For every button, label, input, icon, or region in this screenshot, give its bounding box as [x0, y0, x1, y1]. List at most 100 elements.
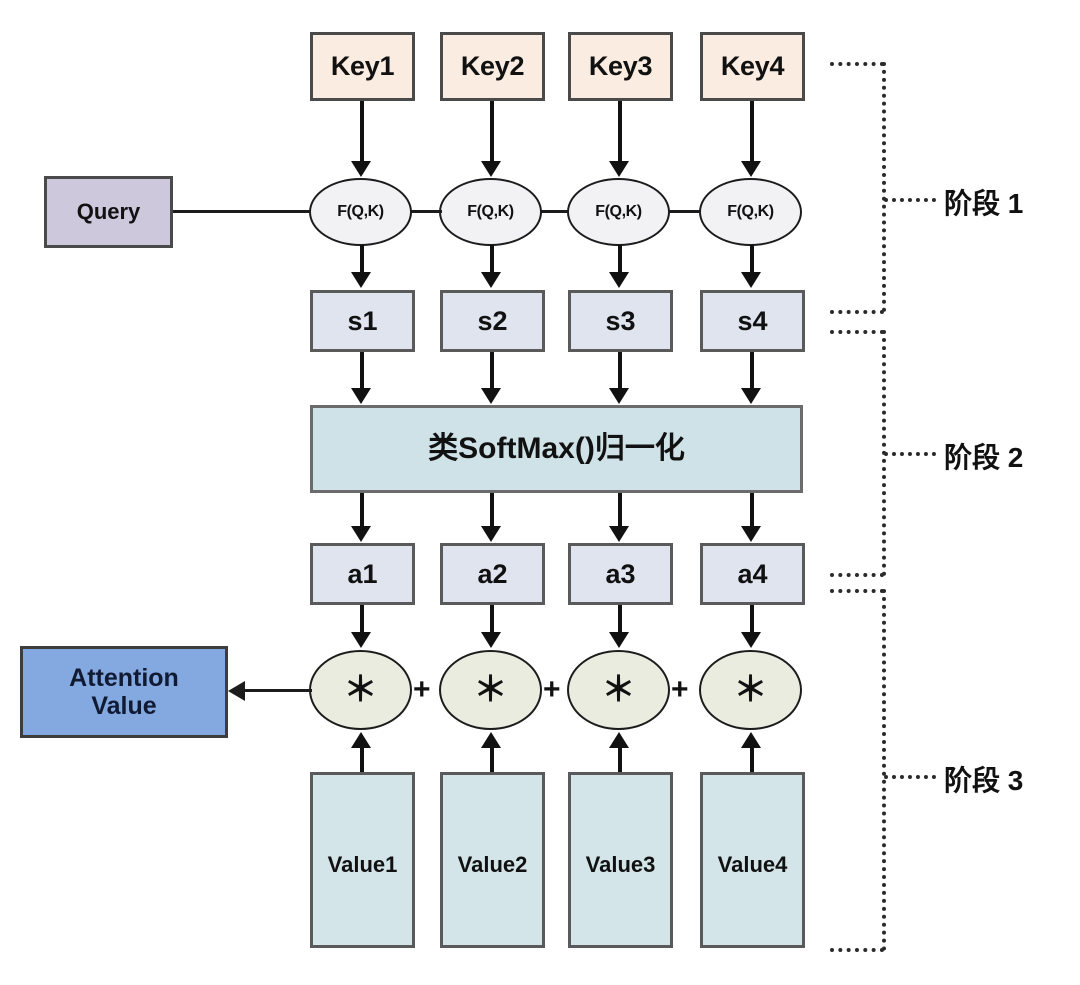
key-label-1: Key1 — [330, 51, 395, 82]
stage-label-1: 阶段 1 — [944, 188, 1024, 219]
stage2-bracket-top-arm — [830, 330, 884, 334]
score-box-2[interactable]: s2 — [440, 290, 545, 352]
arrowhead-fqk1-to-s1 — [351, 272, 371, 288]
connector-a4-to-mul4 — [750, 605, 754, 633]
value-box-1[interactable]: Value1 — [310, 772, 415, 948]
arrowhead-softmax-to-a2 — [481, 526, 501, 542]
arrowhead-value4-to-mul4 — [741, 732, 761, 748]
multiply-ellipse-3[interactable]: ＊ — [567, 650, 670, 730]
arrowhead-value3-to-mul3 — [609, 732, 629, 748]
score-box-1[interactable]: s1 — [310, 290, 415, 352]
connector-softmax-to-a1 — [360, 493, 364, 527]
connector-fqk3-to-fqk4 — [668, 210, 701, 213]
stage2-bracket-bottom-arm — [830, 573, 884, 577]
plus-sign-1: + — [413, 673, 431, 706]
connector-key3-to-fqk3 — [618, 101, 622, 163]
stage-label-3: 阶段 3 — [944, 765, 1024, 796]
arrowhead-key4-to-fqk4 — [741, 161, 761, 177]
query-label: Query — [76, 198, 141, 224]
connector-query-to-fqk1 — [173, 210, 311, 213]
value-label-2: Value2 — [457, 852, 528, 877]
arrowhead-fqk4-to-s4 — [741, 272, 761, 288]
function-ellipse-3[interactable]: F(Q,K) — [567, 178, 670, 246]
plus-sign-3: + — [671, 673, 689, 706]
score-label-3: s3 — [605, 305, 636, 336]
function-ellipse-1[interactable]: F(Q,K) — [309, 178, 412, 246]
arrowhead-key1-to-fqk1 — [351, 161, 371, 177]
score-label-1: s1 — [347, 305, 378, 336]
attention-value-line2: Value — [91, 692, 157, 720]
multiply-ellipse-4[interactable]: ＊ — [699, 650, 802, 730]
arrowhead-a4-to-mul4 — [741, 632, 761, 648]
connector-fqk1-to-s1 — [360, 245, 364, 273]
score-label-4: s4 — [737, 305, 768, 336]
value-box-4[interactable]: Value4 — [700, 772, 805, 948]
arrowhead-a3-to-mul3 — [609, 632, 629, 648]
multiply-label-2: ＊ — [473, 670, 508, 709]
attention-value-line1: Attention — [69, 664, 179, 692]
stage3-bracket-top-arm — [830, 589, 884, 593]
connector-a1-to-mul1 — [360, 605, 364, 633]
connector-key1-to-fqk1 — [360, 101, 364, 163]
connector-value3-to-mul3 — [618, 748, 622, 776]
arrowhead-fqk3-to-s3 — [609, 272, 629, 288]
stage-label-2: 阶段 2 — [944, 442, 1024, 473]
function-label-3: F(Q,K) — [595, 203, 642, 221]
connector-s1-to-softmax — [360, 352, 364, 389]
key-box-2[interactable]: Key2 — [440, 32, 545, 101]
function-label-2: F(Q,K) — [467, 203, 514, 221]
connector-value4-to-mul4 — [750, 748, 754, 776]
query-box[interactable]: Query — [44, 176, 173, 248]
multiply-label-3: ＊ — [601, 670, 636, 709]
connector-fqk2-to-fqk3 — [540, 210, 569, 213]
attention-value-box[interactable]: Attention Value — [20, 646, 228, 738]
arrowhead-s3-to-softmax — [609, 388, 629, 404]
key-box-3[interactable]: Key3 — [568, 32, 673, 101]
multiply-label-1: ＊ — [343, 670, 378, 709]
key-box-4[interactable]: Key4 — [700, 32, 805, 101]
value-box-3[interactable]: Value3 — [568, 772, 673, 948]
connector-a3-to-mul3 — [618, 605, 622, 633]
multiply-label-4: ＊ — [733, 670, 768, 709]
arrowhead-value1-to-mul1 — [351, 732, 371, 748]
arrowhead-value2-to-mul2 — [481, 732, 501, 748]
arrowhead-a2-to-mul2 — [481, 632, 501, 648]
stage1-bracket-top-arm — [830, 62, 884, 66]
softmax-label: 类SoftMax()归一化 — [428, 432, 685, 466]
function-ellipse-2[interactable]: F(Q,K) — [439, 178, 542, 246]
arrowhead-fqk2-to-s2 — [481, 272, 501, 288]
weight-box-1[interactable]: a1 — [310, 543, 415, 605]
weight-box-3[interactable]: a3 — [568, 543, 673, 605]
stage2-bracket-label-arm — [884, 452, 936, 456]
multiply-ellipse-2[interactable]: ＊ — [439, 650, 542, 730]
stage1-bracket-label-arm — [884, 198, 936, 202]
softmax-normalization-bar[interactable]: 类SoftMax()归一化 — [310, 405, 803, 493]
connector-s2-to-softmax — [490, 352, 494, 389]
connector-a2-to-mul2 — [490, 605, 494, 633]
key-box-1[interactable]: Key1 — [310, 32, 415, 101]
value-label-4: Value4 — [717, 852, 788, 877]
weight-box-4[interactable]: a4 — [700, 543, 805, 605]
weight-label-3: a3 — [605, 558, 636, 589]
score-box-4[interactable]: s4 — [700, 290, 805, 352]
stage3-bracket-label-arm — [884, 775, 936, 779]
arrowhead-softmax-to-a3 — [609, 526, 629, 542]
multiply-ellipse-1[interactable]: ＊ — [309, 650, 412, 730]
weight-label-2: a2 — [477, 558, 508, 589]
score-box-3[interactable]: s3 — [568, 290, 673, 352]
value-label-3: Value3 — [585, 852, 656, 877]
connector-fqk4-to-s4 — [750, 245, 754, 273]
weight-box-2[interactable]: a2 — [440, 543, 545, 605]
value-box-2[interactable]: Value2 — [440, 772, 545, 948]
connector-key2-to-fqk2 — [490, 101, 494, 163]
connector-s4-to-softmax — [750, 352, 754, 389]
function-ellipse-4[interactable]: F(Q,K) — [699, 178, 802, 246]
arrowhead-mul1-to-attention — [228, 681, 245, 701]
arrowhead-s2-to-softmax — [481, 388, 501, 404]
key-label-4: Key4 — [720, 51, 785, 82]
arrowhead-a1-to-mul1 — [351, 632, 371, 648]
function-label-1: F(Q,K) — [337, 203, 384, 221]
connector-value1-to-mul1 — [360, 748, 364, 776]
stage1-bracket-spine — [882, 62, 886, 312]
